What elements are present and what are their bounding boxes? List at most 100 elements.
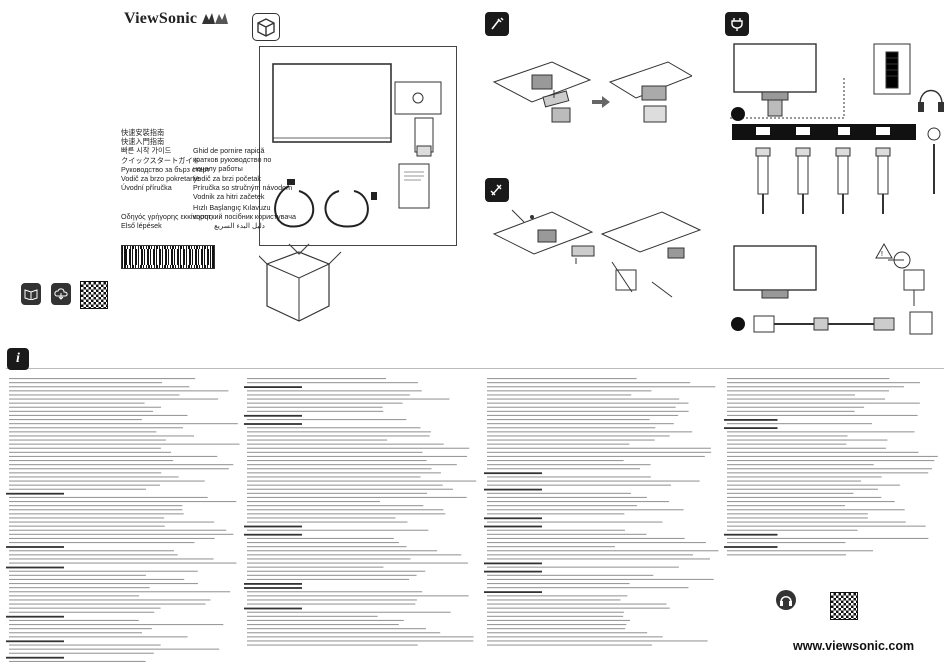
stand-attach-diagram [492,61,692,123]
text-line [487,501,670,503]
text-line [247,566,384,568]
text-line [727,398,886,400]
qr-code[interactable] [80,281,108,309]
lang-item: 빠른 시작 가이드 [121,146,172,156]
text-line [9,455,218,457]
text-line [487,398,680,400]
text-line [487,460,624,462]
website-url[interactable]: www.viewsonic.com [793,639,915,653]
text-line [9,636,188,638]
lang-item: началу работы [193,164,243,174]
text-line [487,611,624,613]
text-heading-line [244,423,302,425]
text-line [247,521,408,523]
birds-logo-icon [202,13,228,24]
text-line [247,439,388,441]
text-line [247,619,404,621]
text-line [727,509,905,511]
text-line [727,480,862,482]
text-line [9,419,142,421]
text-heading-line [244,386,302,388]
text-line [9,394,180,396]
text-line [727,476,882,478]
text-line [247,517,396,519]
text-line [247,419,407,421]
lang-item: Ghid de pornire rapidă [193,146,265,155]
text-line [487,378,637,380]
text-heading-line [244,533,302,536]
text-line [487,394,632,396]
text-heading-line [6,656,64,659]
lang-item: 快速安裝指南 [121,128,165,137]
text-line [9,382,163,384]
text-line [247,492,428,494]
text-line [9,525,165,527]
text-line [9,484,160,486]
text-line [9,632,143,634]
text-line [247,591,423,593]
text-line [487,390,652,392]
package-contents-drawing [259,63,442,322]
text-line [9,386,190,388]
text-heading-line [244,414,302,417]
text-line [247,542,399,544]
text-heading-line [484,517,542,520]
text-heading-line [724,419,778,421]
text-line [9,587,150,589]
text-line [9,414,188,416]
text-heading-line [724,427,778,429]
text-heading-line [244,607,302,610]
text-heading-line [6,566,64,569]
text-line [727,529,858,531]
text-line [487,607,670,609]
text-line [727,542,846,544]
text-line [727,386,904,388]
text-line [727,537,929,539]
text-line [247,558,411,560]
text-line [487,542,706,544]
text-line [727,439,888,441]
text-line [487,595,628,597]
text-line [487,537,685,539]
text-line [487,480,700,482]
text-line [9,468,229,470]
text-line [247,394,410,396]
text-line [487,619,630,621]
text-line [487,624,627,626]
text-heading-line [244,525,302,528]
text-line [487,382,691,384]
lang-item: Hızlı Başlangıç Kılavuzu [193,203,271,212]
text-line [727,513,868,515]
text-line [247,644,418,646]
text-line [487,419,650,421]
text-heading-line [6,640,64,643]
text-line [247,451,423,453]
text-line [487,636,663,638]
text-line [247,562,468,564]
text-line [9,554,178,556]
text-line [9,628,152,630]
text-line [487,628,626,630]
package-icon [252,13,280,41]
text-line [487,546,615,548]
text-line [9,603,206,605]
power-connection-diagram: ! [731,242,933,335]
text-line [727,455,938,457]
screwdriver-icon [485,12,509,36]
text-heading-line [244,583,302,585]
text-line [727,472,929,474]
support-qr-code[interactable] [830,592,858,620]
lang-item: Úvodní příručka [121,183,172,193]
text-line [247,476,421,478]
text-line [247,554,462,556]
text-line [247,378,386,380]
text-line [727,484,900,486]
text-line [487,410,689,412]
text-heading-line [484,591,542,593]
text-line [9,542,195,544]
text-line [9,517,165,519]
text-line [247,513,446,515]
text-heading-line [484,472,542,475]
text-line [9,447,161,449]
text-line [487,447,711,449]
